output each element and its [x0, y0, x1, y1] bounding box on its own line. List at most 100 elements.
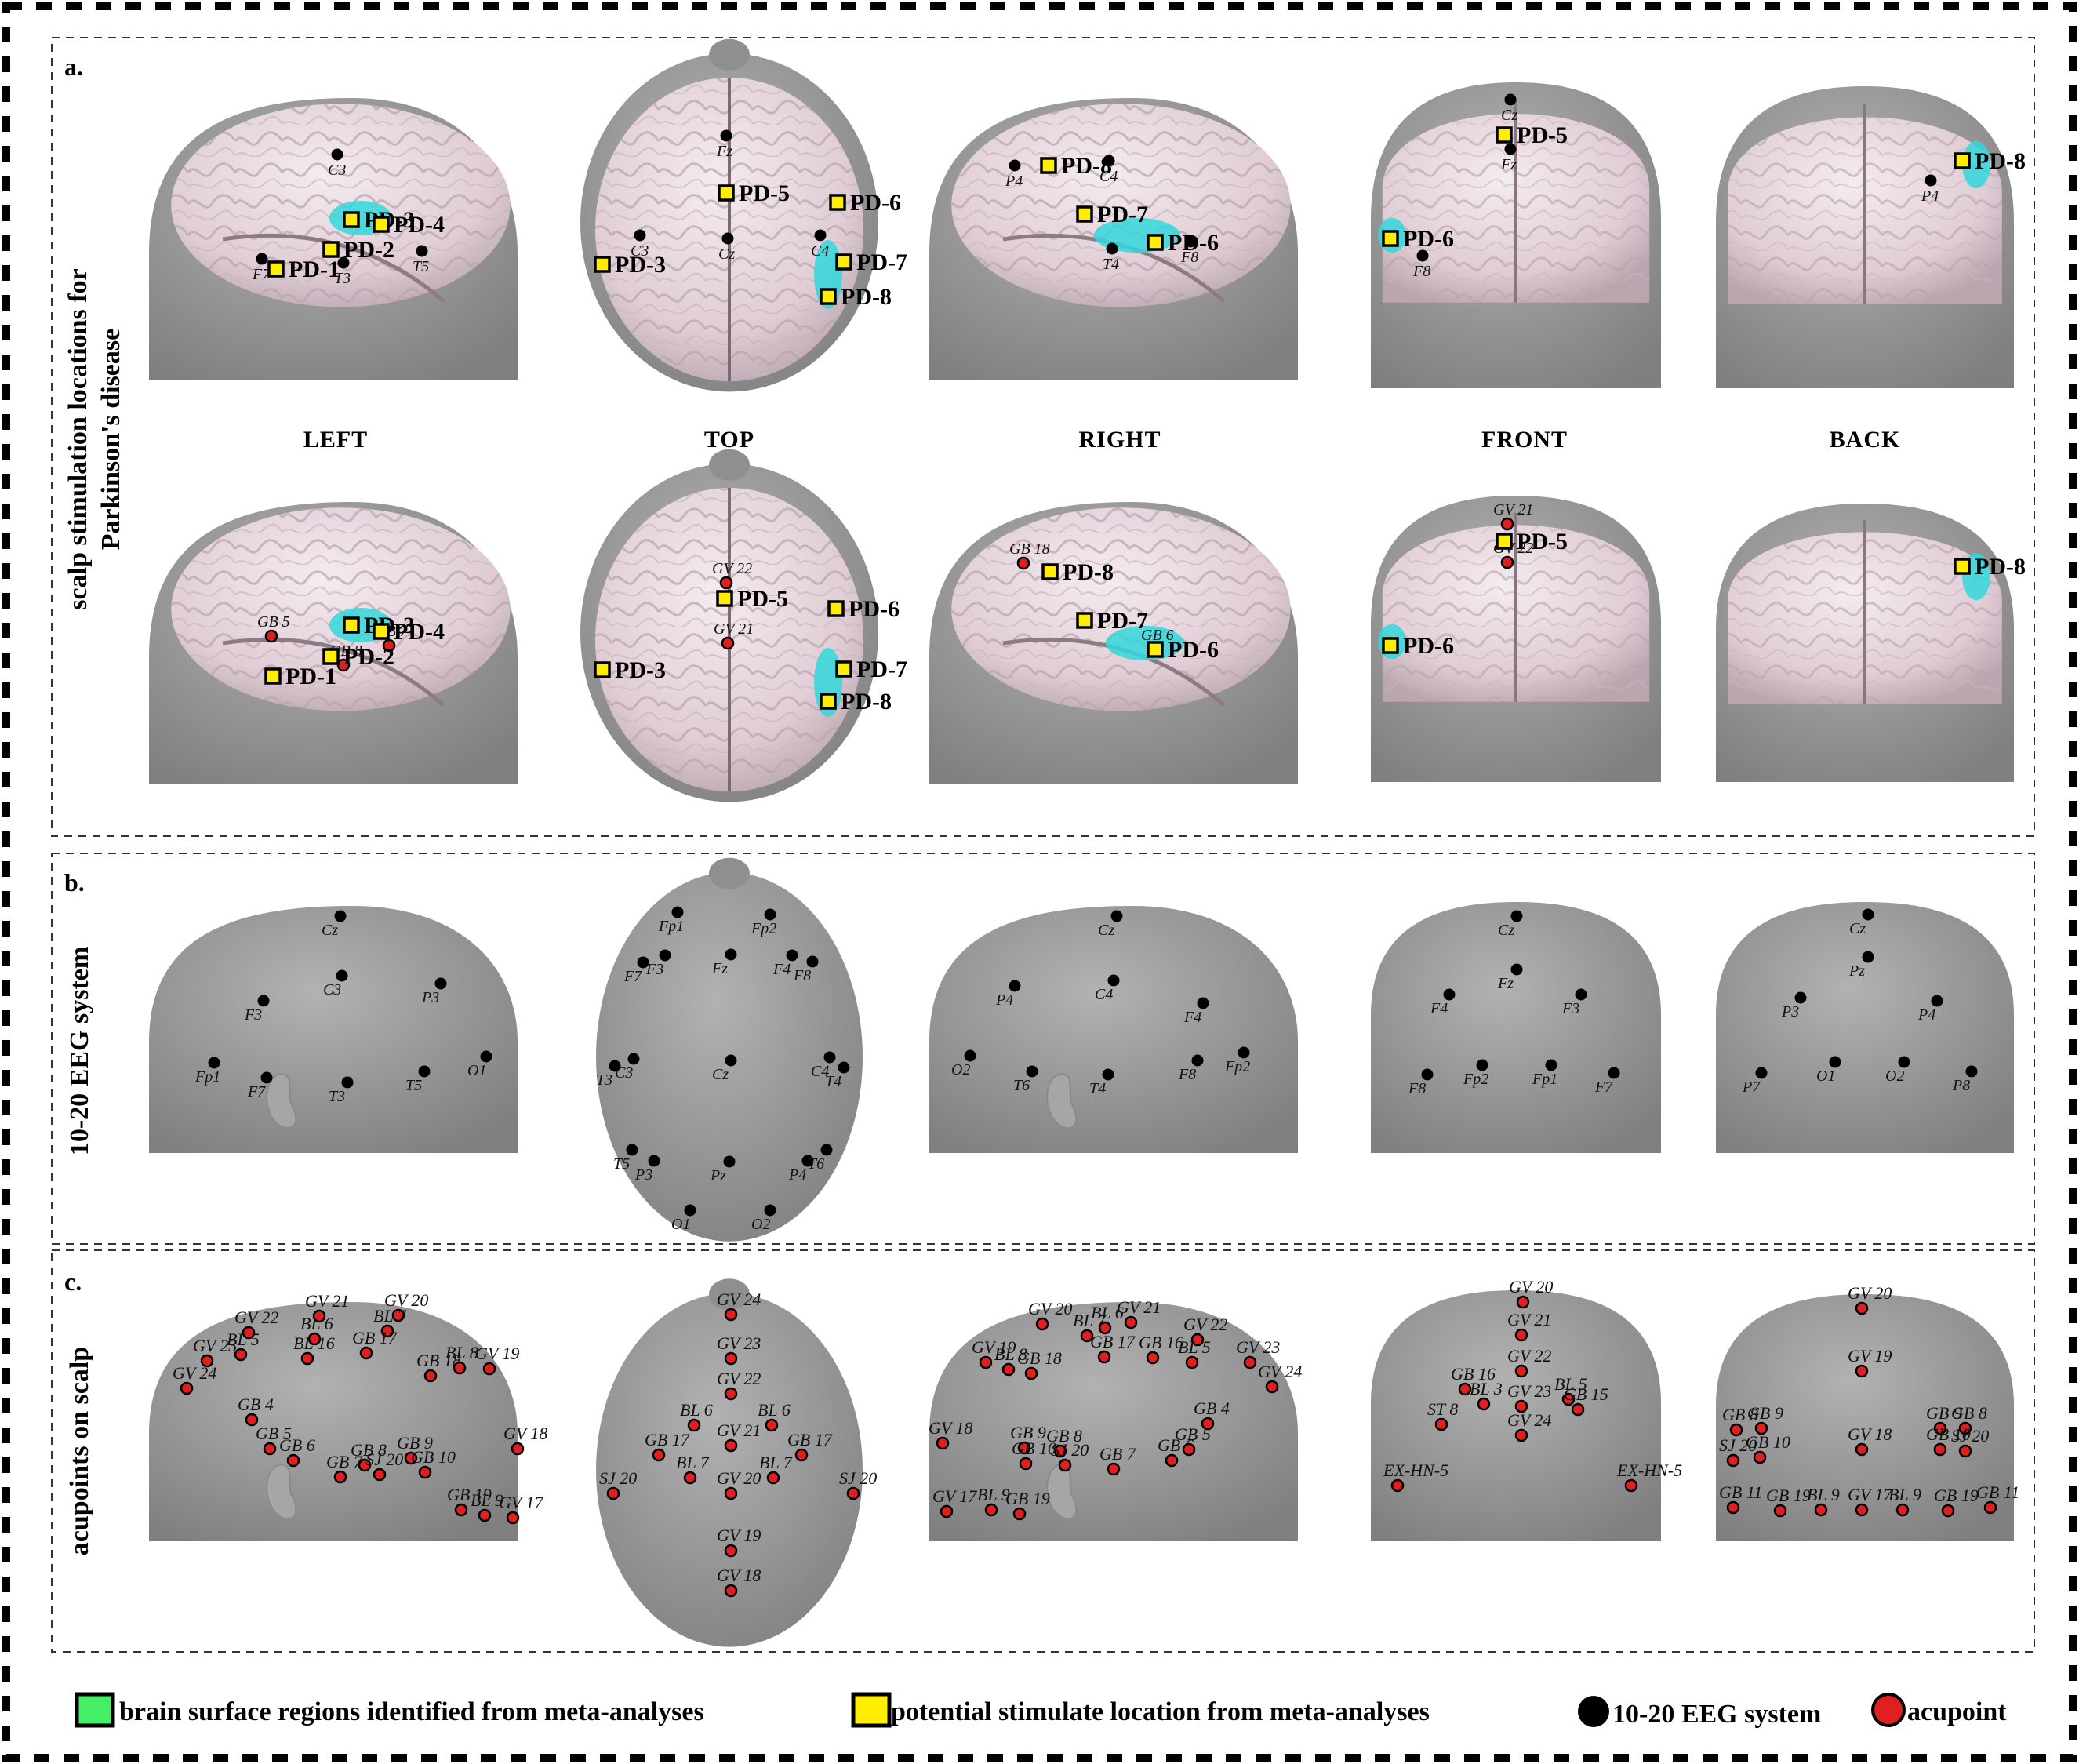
panel-a-label: a. — [64, 53, 83, 81]
acupoint-label-c-91: GV 17 — [1848, 1485, 1892, 1504]
acupoint-c-15 — [286, 1453, 300, 1468]
stim-label-a2-14: PD-8 — [1975, 554, 2026, 580]
eeg-electrode-b-22 — [648, 1155, 660, 1167]
acupoint-c-71 — [1561, 1392, 1576, 1406]
acupoint-c-60 — [1182, 1442, 1196, 1457]
acupoint-c-19 — [404, 1451, 418, 1465]
acupoint-c-66 — [1514, 1328, 1528, 1342]
stim-label-a2-9: PD-8 — [1063, 559, 1114, 585]
acupoint-label-c-28: BL 6 — [680, 1400, 713, 1420]
acupoint-label-c-85: GV 18 — [1848, 1424, 1892, 1444]
acupoint-c-36 — [606, 1486, 620, 1500]
acupoint-c-79 — [1729, 1423, 1743, 1437]
stim-location-a2-2 — [343, 616, 360, 634]
ear — [266, 1073, 297, 1129]
head-model-3 — [1371, 82, 1661, 388]
brain-gyri — [171, 507, 511, 711]
acupoint-c-85 — [1855, 1442, 1869, 1457]
acupoint-c-52 — [1265, 1380, 1279, 1394]
acupoint-c-0 — [312, 1309, 326, 1323]
eeg-electrode-b-26 — [684, 1204, 696, 1217]
eeg-electrode-a1-10 — [1106, 242, 1118, 255]
panel-b-side-label: 10-20 EEG system — [65, 947, 94, 1155]
acupoint-c-22 — [454, 1503, 468, 1517]
nose — [709, 38, 750, 71]
eeg-label-b-14: F4 — [772, 961, 791, 978]
eeg-electrode-b-30 — [1009, 980, 1021, 992]
stim-label-a1-5: PD-6 — [850, 190, 901, 216]
sylvian-fissure — [222, 637, 445, 707]
eeg-label-b-9: Fp1 — [658, 918, 684, 935]
stim-label-a1-9: PD-8 — [1061, 153, 1112, 179]
eeg-electrode-b-21 — [626, 1144, 638, 1156]
head-shape — [1716, 902, 2014, 1153]
acupoint-label-a2-5: GB 18 — [1009, 540, 1050, 558]
acupoint-label-c-72: GB 15 — [1564, 1384, 1608, 1404]
eeg-electrode-b-44 — [1608, 1067, 1620, 1079]
acupoint-c-86 — [1958, 1444, 1972, 1458]
eeg-electrode-b-23 — [723, 1155, 736, 1168]
view-label-back: BACK — [1830, 427, 1901, 453]
acupoint-c-50 — [1185, 1355, 1199, 1369]
eeg-electrode-b-29 — [1107, 974, 1120, 987]
eeg-label-b-0: Cz — [322, 922, 338, 939]
eeg-label-a1-2: T3 — [334, 270, 351, 287]
acupoint-label-c-37: SJ 20 — [839, 1468, 877, 1488]
acupoint-label-c-88: GB 11 — [1719, 1482, 1762, 1502]
eeg-label-b-52: P8 — [1952, 1077, 1970, 1094]
eeg-electrode-b-31 — [1197, 997, 1209, 1009]
acupoint-label-c-47: GB 18 — [1017, 1348, 1062, 1368]
head-model-4 — [1716, 86, 2014, 388]
acupoint-c-2 — [242, 1326, 256, 1340]
eeg-label-a1-6: Cz — [718, 246, 735, 263]
acupoint-label-c-30: GV 21 — [717, 1420, 761, 1440]
acupoint-label-c-66: GV 21 — [1507, 1310, 1551, 1329]
acupoint-label-c-56: GB 10 — [1012, 1438, 1056, 1458]
panel-c-side-label: acupoints on scalp — [65, 1347, 94, 1555]
eeg-electrode-b-35 — [1191, 1054, 1204, 1067]
acupoint-c-81 — [1958, 1421, 1972, 1435]
acupoint-label-a2-3: GV 22 — [712, 560, 752, 577]
acupoint-label-a2-4: GV 21 — [714, 620, 754, 638]
acupoint-c-3 — [380, 1324, 394, 1338]
acupoint-label-c-82: GB 9 — [1926, 1403, 1962, 1423]
acupoint-c-91 — [1855, 1503, 1869, 1517]
head-shape — [929, 1302, 1298, 1541]
acupoint-c-34 — [766, 1471, 780, 1485]
eeg-label-b-32: O2 — [951, 1061, 970, 1078]
head-shape — [596, 1293, 863, 1647]
eeg-electrode-b-50 — [1829, 1056, 1841, 1068]
acupoint-c-49 — [1146, 1351, 1160, 1365]
stim-location-a2-0 — [264, 667, 282, 685]
stim-location-a2-3 — [373, 623, 390, 640]
nose — [709, 449, 750, 481]
eeg-label-b-7: T5 — [405, 1077, 422, 1094]
stim-label-a1-0: PD-1 — [289, 256, 340, 282]
legend-red-circle — [1871, 1693, 1906, 1727]
acupoint-c-14 — [263, 1442, 277, 1456]
acupoint-a2-5 — [1016, 556, 1030, 570]
stim-location-a2-10 — [1076, 612, 1093, 629]
meta-analysis-region — [1106, 626, 1184, 660]
eeg-electrode-b-25 — [820, 1144, 833, 1156]
eeg-label-a1-14: F8 — [1412, 263, 1430, 280]
acupoint-c-70 — [1514, 1399, 1528, 1413]
acupoint-c-88 — [1726, 1500, 1740, 1515]
acupoint-label-c-23: BL 9 — [471, 1490, 503, 1510]
stim-label-a2-0: PD-1 — [285, 664, 336, 689]
acupoint-c-87 — [1933, 1442, 1947, 1457]
eeg-label-b-43: Fp1 — [1532, 1071, 1557, 1088]
eeg-electrode-a1-8 — [1009, 159, 1021, 172]
acupoint-c-47 — [1024, 1366, 1038, 1380]
acupoint-c-73 — [1434, 1417, 1448, 1431]
eeg-electrode-a1-0 — [331, 148, 343, 161]
acupoint-a2-2 — [336, 658, 351, 672]
acupoint-label-c-55: GB 8 — [1046, 1426, 1082, 1446]
acupoint-c-11 — [453, 1361, 467, 1375]
acupoint-label-c-48: GB 17 — [1090, 1332, 1136, 1351]
view-label-right: RIGHT — [1078, 427, 1161, 453]
acupoint-label-c-74: GV 24 — [1507, 1410, 1551, 1430]
stim-location-a2-13 — [1382, 637, 1399, 654]
eeg-label-b-20: T4 — [825, 1073, 841, 1090]
eeg-electrode-a1-14 — [1416, 249, 1429, 262]
